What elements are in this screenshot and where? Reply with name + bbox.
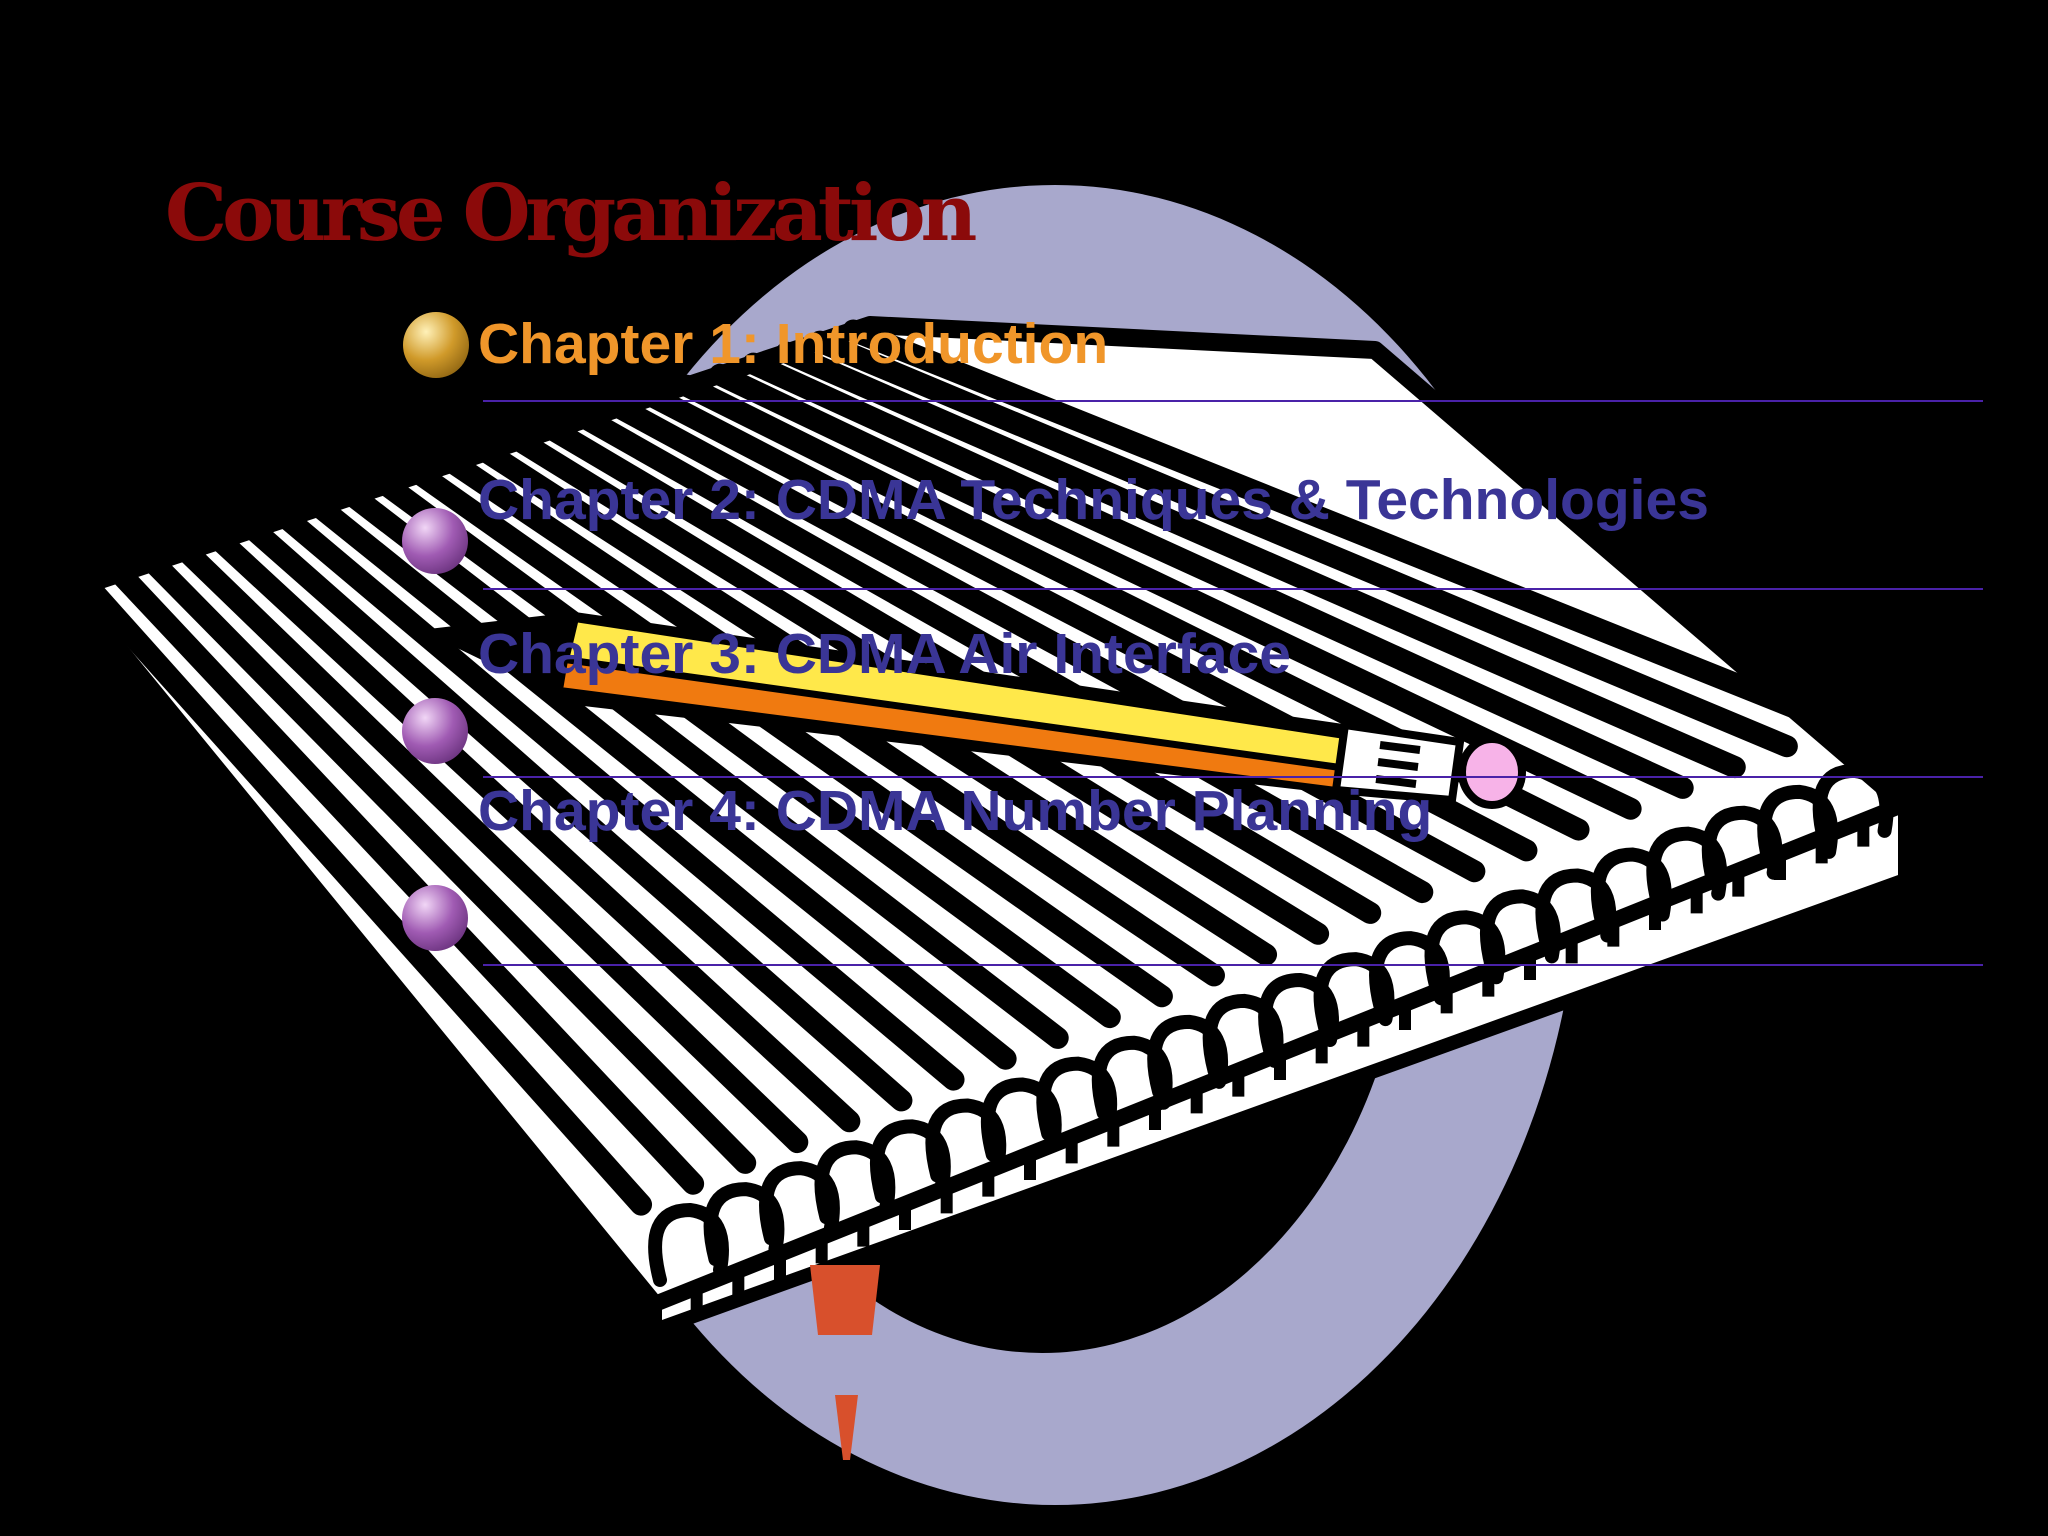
spiral-ring bbox=[1369, 931, 1450, 1016]
chapter-divider-line bbox=[483, 588, 1983, 590]
chapter-item-2[interactable]: Chapter 2: CDMA Techniques & Technologie… bbox=[478, 468, 1709, 532]
spiral-ring bbox=[759, 1161, 840, 1246]
spiral-ring bbox=[1646, 826, 1728, 911]
notebook-stripe bbox=[575, 407, 1434, 904]
spiral-ring bbox=[1424, 910, 1506, 995]
chapter-divider-line bbox=[483, 776, 1983, 778]
spiral-ring bbox=[1812, 763, 1894, 848]
notebook-stripe bbox=[209, 529, 861, 1133]
spiral-ring bbox=[703, 1182, 785, 1267]
notebook-stripe bbox=[775, 341, 1746, 779]
chapter-item-3[interactable]: Chapter 3: CDMA Air Interface bbox=[478, 622, 1291, 686]
notebook-stripe bbox=[309, 496, 1017, 1070]
spiral-ring bbox=[980, 1077, 1062, 1162]
notebook-stripe bbox=[609, 396, 1486, 883]
spiral-ring bbox=[1479, 889, 1561, 974]
chapter-divider-line bbox=[483, 400, 1983, 402]
spiral-ring bbox=[1590, 847, 1672, 932]
spiral-ring bbox=[1535, 868, 1617, 953]
notebook-stripe bbox=[142, 551, 757, 1174]
purple-sphere-bullet-icon bbox=[402, 508, 468, 574]
notebook-stripe bbox=[409, 463, 1173, 1008]
slide-title: Course Organization bbox=[165, 168, 977, 259]
notebook-stripe bbox=[709, 363, 1642, 820]
spiral-ring bbox=[1701, 805, 1783, 890]
notebook-stripe bbox=[375, 474, 1121, 1029]
spiral-ring bbox=[814, 1140, 896, 1225]
chapter-divider-line bbox=[483, 964, 1983, 966]
spiral-ring bbox=[1147, 1014, 1229, 1099]
red-tag-graphic bbox=[810, 1265, 880, 1460]
spiral-ring bbox=[1036, 1056, 1118, 1141]
spiral-ring bbox=[1757, 784, 1839, 869]
chapter-item-4[interactable]: Chapter 4: CDMA Number Planning bbox=[478, 779, 1433, 843]
yellow-pencil-clipart bbox=[420, 612, 1526, 809]
purple-sphere-bullet-icon bbox=[402, 885, 468, 951]
notebook-stripe bbox=[75, 573, 653, 1216]
gold-sphere-bullet-icon bbox=[403, 312, 469, 378]
spiral-notebook-clipart bbox=[61, 316, 1914, 1340]
notebook-stripe bbox=[175, 540, 809, 1154]
notebook-stripe bbox=[742, 352, 1694, 799]
spiral-ring bbox=[1258, 972, 1339, 1057]
spiral-ring bbox=[925, 1098, 1007, 1183]
spiral-ring bbox=[1202, 993, 1284, 1078]
notebook-stripe bbox=[275, 507, 965, 1091]
notebook-stripe bbox=[809, 330, 1798, 758]
spiral-ring bbox=[1313, 952, 1395, 1037]
spiral-ring bbox=[869, 1119, 951, 1204]
purple-sphere-bullet-icon bbox=[402, 698, 468, 764]
chapter-item-1[interactable]: Chapter 1: Introduction bbox=[478, 312, 1109, 376]
notebook-stripe bbox=[342, 485, 1069, 1049]
notebook-stripe bbox=[242, 518, 913, 1112]
spiral-ring bbox=[648, 1202, 729, 1287]
spiral-ring bbox=[1091, 1035, 1173, 1120]
notebook-stripe bbox=[842, 319, 1850, 737]
notebook-stripe bbox=[109, 562, 705, 1195]
